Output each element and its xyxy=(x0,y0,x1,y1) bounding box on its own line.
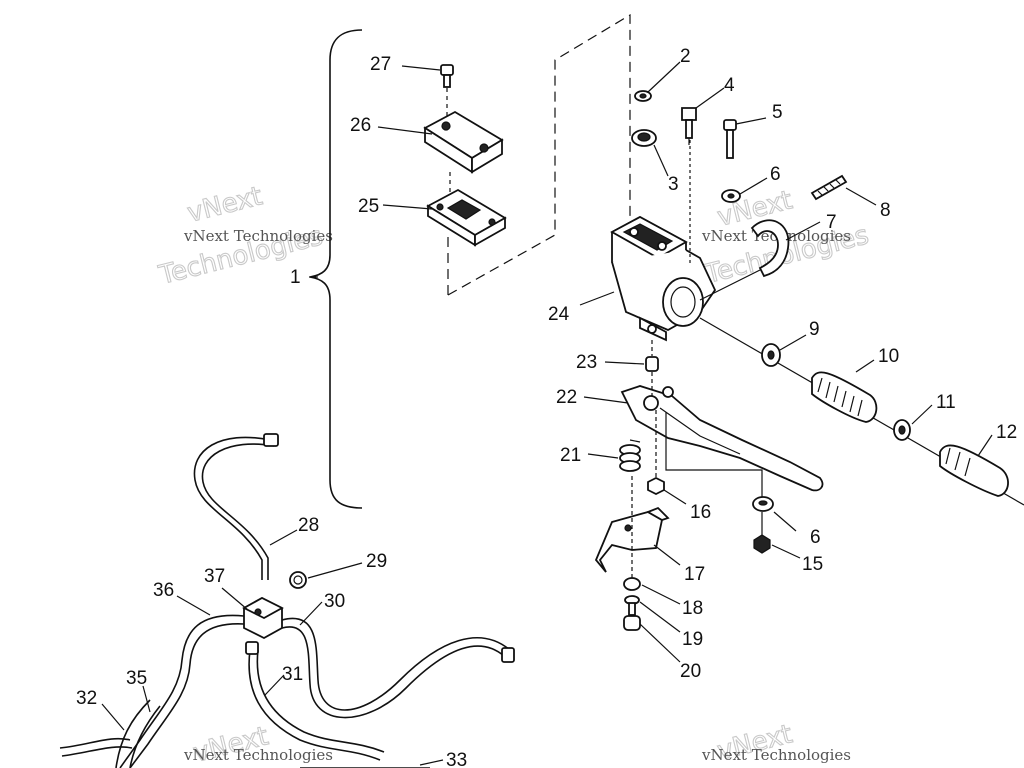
callout-32: 32 xyxy=(76,688,97,709)
svg-text:vNext: vNext xyxy=(184,181,265,228)
callout-9: 9 xyxy=(809,319,820,340)
part-6-washer-lower xyxy=(752,496,774,512)
callout-2: 2 xyxy=(680,46,691,67)
part-12-end-fitting xyxy=(939,444,1009,497)
callout-33: 33 xyxy=(446,750,467,768)
callout-21: 21 xyxy=(560,445,581,466)
hose-36 xyxy=(119,614,245,768)
part-9-washer xyxy=(761,343,781,367)
part-37-junction-block xyxy=(242,596,284,640)
callout-5: 5 xyxy=(772,102,783,123)
callout-35: 35 xyxy=(126,668,147,689)
hose-32 xyxy=(59,737,133,757)
leader-lines xyxy=(101,61,993,766)
hose-35 xyxy=(115,699,161,768)
part-25-diaphragm xyxy=(426,188,507,247)
part-22-brake-lever xyxy=(620,385,824,492)
part-2-washer xyxy=(634,90,652,102)
svg-text:vNext Technologies: vNext Technologies xyxy=(183,746,333,764)
part-24-master-cylinder-body xyxy=(610,140,717,342)
part-3-seal xyxy=(631,129,657,147)
part-29-fitting xyxy=(289,571,307,589)
callout-17: 17 xyxy=(684,564,705,585)
callout-24: 24 xyxy=(548,304,570,325)
callout-26: 26 xyxy=(350,115,371,136)
callout-labels: 1 2 3 4 5 6 6 7 8 9 10 11 12 15 16 17 18… xyxy=(76,46,1017,768)
callout-1: 1 xyxy=(290,267,301,288)
assembly-brace xyxy=(309,29,363,509)
part-20-screw xyxy=(623,615,641,631)
callout-36: 36 xyxy=(153,580,174,601)
hose-31 xyxy=(245,641,385,761)
hose-30 xyxy=(281,617,515,719)
callout-12: 12 xyxy=(996,422,1017,443)
watermark-bottom-left: vNext vNext Technologies xyxy=(183,721,333,768)
callout-4: 4 xyxy=(724,75,735,96)
hose-28 xyxy=(193,433,279,580)
callout-6-lower: 6 xyxy=(810,527,821,548)
dashed-guide-cover xyxy=(447,13,631,296)
part-15-nut xyxy=(753,534,771,554)
part-19-washer xyxy=(624,595,640,616)
part-11-washer xyxy=(893,419,911,441)
callout-6-top: 6 xyxy=(770,164,781,185)
callout-19: 19 xyxy=(682,629,703,650)
part-5-pivot-pin xyxy=(723,119,737,159)
callout-31: 31 xyxy=(282,664,303,685)
callout-23: 23 xyxy=(576,352,597,373)
callout-11: 11 xyxy=(936,392,956,413)
svg-text:vNext Technologies: vNext Technologies xyxy=(701,746,851,764)
callout-37: 37 xyxy=(204,566,225,587)
callout-29: 29 xyxy=(366,551,387,572)
part-17-switch-bracket xyxy=(594,506,670,573)
callout-16: 16 xyxy=(690,502,711,523)
part-16-nut xyxy=(647,476,665,496)
callout-3: 3 xyxy=(668,174,679,195)
part-26-reservoir-cover xyxy=(423,110,504,195)
callout-25: 25 xyxy=(358,196,379,217)
assembly-guide-lines xyxy=(631,269,763,578)
part-23-spacer xyxy=(645,356,659,372)
svg-text:vNext Technologies: vNext Technologies xyxy=(183,227,333,245)
callout-27: 27 xyxy=(370,54,391,75)
callout-20: 20 xyxy=(680,661,701,682)
watermark-top-left: vNext Technologies vNext Technologies xyxy=(155,181,333,292)
callout-28: 28 xyxy=(298,515,319,536)
part-10-grip xyxy=(811,371,878,423)
callout-7: 7 xyxy=(826,212,837,233)
callout-30: 30 xyxy=(324,591,345,612)
part-18-grommet xyxy=(623,577,641,591)
part-6-washer-top xyxy=(721,189,741,203)
callout-22: 22 xyxy=(556,387,577,408)
part-21-spring xyxy=(619,439,641,472)
part-8-screw xyxy=(810,174,848,201)
callout-10: 10 xyxy=(878,346,899,367)
callout-18: 18 xyxy=(682,598,703,619)
part-7-clamp xyxy=(750,219,790,278)
watermark-bottom-right: vNext vNext Technologies xyxy=(701,719,851,768)
part-4-bolt xyxy=(681,107,697,145)
callout-8: 8 xyxy=(880,200,891,221)
callout-15: 15 xyxy=(802,554,823,575)
part-27-screw xyxy=(440,64,454,118)
